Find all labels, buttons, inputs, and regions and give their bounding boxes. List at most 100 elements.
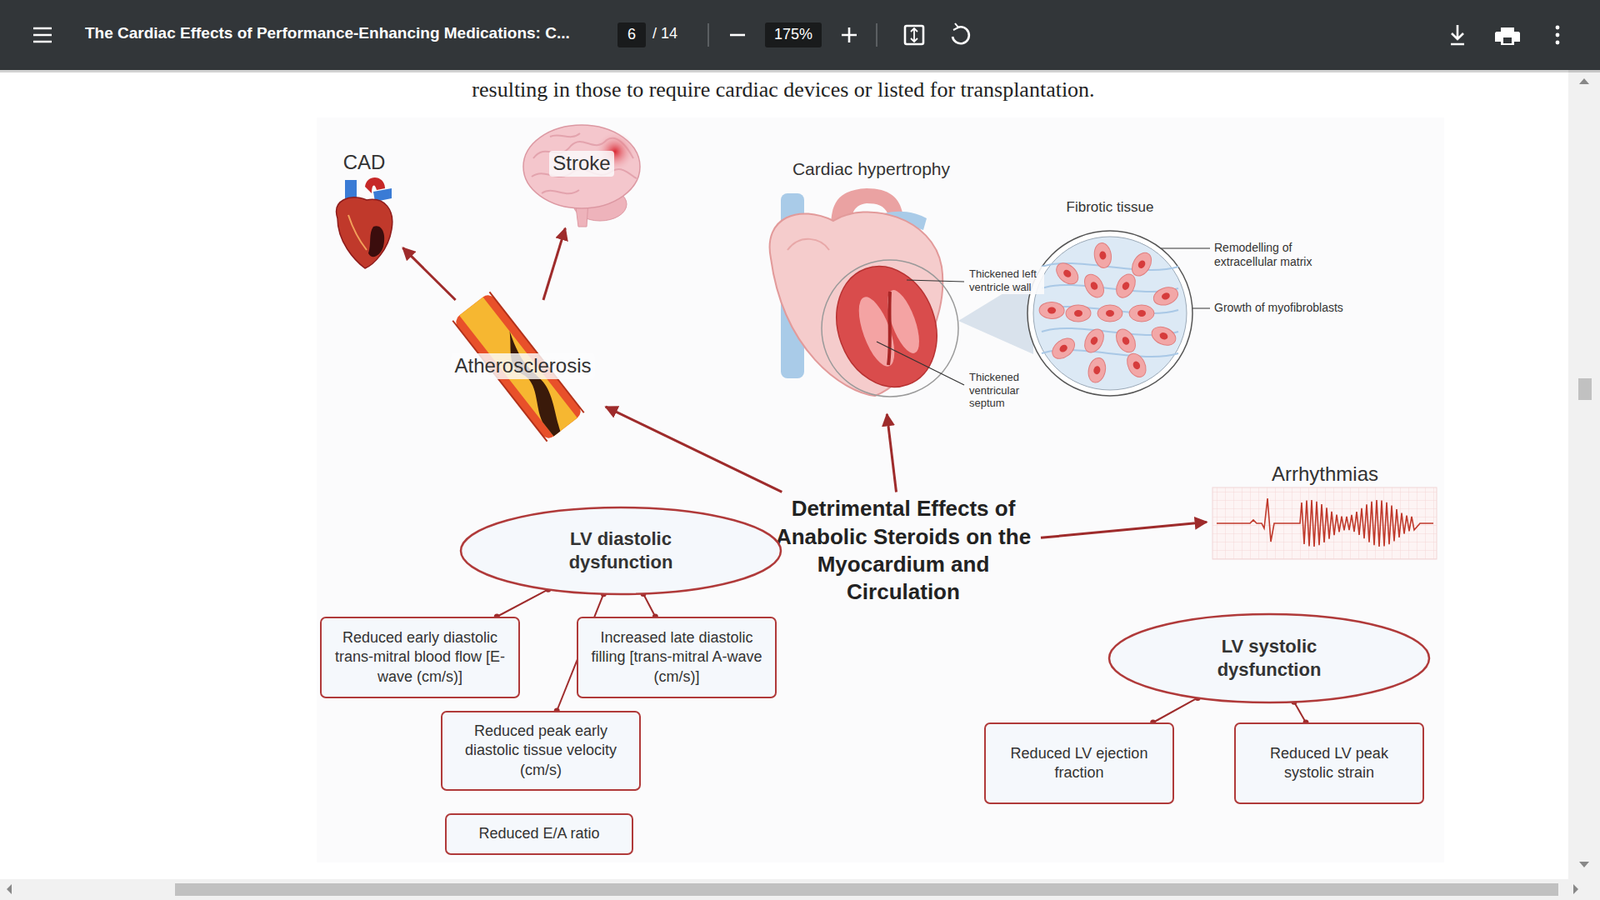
fibrotic-tissue xyxy=(1150,284,1180,309)
fibrotic-tissue xyxy=(1052,259,1083,289)
hypertrophic-heart xyxy=(888,291,890,365)
page-number-box: 6 xyxy=(617,22,646,48)
connector-line xyxy=(1294,701,1306,723)
ellipse-outline xyxy=(460,507,781,595)
node-text: Reduced peak early diastolic tissue velo… xyxy=(450,721,631,780)
callout-label: Growth of myofibroblasts xyxy=(1214,300,1348,315)
fibrotic-tissue xyxy=(1080,270,1109,301)
arrow xyxy=(886,414,896,492)
part-label: Thickened left ventricle wall xyxy=(967,266,1045,295)
fibrotic-tissue xyxy=(1048,334,1079,363)
arrow xyxy=(543,228,565,300)
fibrotic-tissue xyxy=(1131,360,1142,371)
fibrotic-tissue xyxy=(1128,249,1156,280)
fibrotic-tissue xyxy=(1039,301,1065,320)
fibrotic-tissue xyxy=(1149,323,1179,349)
image-node: Atherosclerosis xyxy=(441,300,605,434)
brain xyxy=(523,125,640,227)
page-count-box: / 14 xyxy=(652,25,695,44)
document-title: The Cardiac Effects of Performance-Enhan… xyxy=(85,24,619,44)
toolbar-icon xyxy=(1450,25,1465,45)
page xyxy=(0,70,1569,880)
toolbar-icon xyxy=(953,23,959,30)
image-title: Arrhythmias xyxy=(1271,461,1379,488)
node-text: Reduced LV ejection fraction xyxy=(994,744,1165,783)
part-label: Thickened ventricular septum xyxy=(967,370,1045,411)
ellipse-outline xyxy=(1109,614,1430,703)
connector-line xyxy=(1153,697,1199,723)
arrow xyxy=(605,406,783,492)
fibrotic-tissue xyxy=(1074,310,1083,317)
toolbar xyxy=(0,0,1600,70)
fibrotic-tissue xyxy=(1027,230,1193,396)
image-node: CAD xyxy=(326,148,402,271)
toolbar-icon xyxy=(910,28,918,42)
ecg-strip xyxy=(1212,487,1437,560)
hypertrophic-heart xyxy=(820,252,954,402)
toolbar-icon xyxy=(1555,40,1560,45)
toolbar-icon xyxy=(1495,27,1520,45)
zoom-level: 175% xyxy=(774,25,813,45)
fibrotic-tissue xyxy=(1150,284,1180,309)
fibrotic-tissue xyxy=(1097,305,1123,322)
scroll-arrow xyxy=(1579,78,1590,868)
fibrotic-tissue xyxy=(1047,306,1056,314)
fibrotic-tissue xyxy=(1160,291,1171,301)
process-box: Reduced LV peak systolic strain xyxy=(1234,722,1425,805)
connector-line xyxy=(496,589,549,617)
scrollbar xyxy=(0,879,1600,900)
toolbar-icon xyxy=(1555,33,1560,38)
scroll-thumb xyxy=(175,883,1559,896)
connector-line xyxy=(643,593,655,617)
node-text: Reduced E/A ratio xyxy=(478,824,600,844)
figure-ground xyxy=(316,117,1445,863)
hypertrophic-heart xyxy=(770,188,959,401)
fibrotic-tissue xyxy=(1105,310,1115,317)
fibrotic-tissue xyxy=(1129,305,1155,322)
fibrotic-tissue xyxy=(1039,301,1065,320)
image-title: Stroke xyxy=(549,150,614,177)
image-node: Stroke xyxy=(522,122,641,227)
fibrotic-tissue xyxy=(1065,305,1091,322)
fibrotic-tissue xyxy=(1065,305,1091,322)
scroll-thumb xyxy=(1578,378,1592,400)
body-text-box: resulting in those to require cardiac de… xyxy=(275,76,1292,103)
toolbar-icon xyxy=(33,28,52,42)
fibrotic-tissue xyxy=(1097,305,1123,322)
fibrotic-tissue xyxy=(1123,350,1150,380)
hypertrophic-heart xyxy=(880,286,926,358)
process-box: Reduced peak early diastolic tissue velo… xyxy=(440,710,641,791)
arrow xyxy=(402,247,455,300)
central-text: Detrimental Effects of Anabolic Steroids… xyxy=(765,491,1041,610)
image-node: Arrhythmias xyxy=(1208,460,1442,562)
fibrotic-tissue xyxy=(1137,310,1146,317)
toolbar-icon xyxy=(730,34,745,37)
callout-label-box: Remodelling of extracellular matrix xyxy=(1214,240,1348,270)
image-title: Fibrotic tissue xyxy=(1066,198,1155,217)
image-node: Cardiac hypertrophy xyxy=(765,155,978,413)
zoom-level-box: 175% xyxy=(765,22,822,48)
fibrotic-tissue xyxy=(1158,331,1169,341)
fibrotic-tissue xyxy=(1149,323,1179,349)
vessel xyxy=(452,320,547,442)
node-text: Reduced early diastolic trans-mitral blo… xyxy=(330,628,510,686)
node-text: Reduced LV peak systolic strain xyxy=(1244,744,1415,783)
fibrotic-tissue xyxy=(1061,268,1073,280)
brain xyxy=(541,190,580,194)
hypertrophic-heart xyxy=(787,239,830,250)
part-label-box: Thickened ventricular septum xyxy=(967,370,1045,411)
page-number: 6 xyxy=(627,25,636,45)
node-text: Detrimental Effects of Anabolic Steroids… xyxy=(765,495,1041,606)
fibrotic-tissue xyxy=(1080,325,1108,356)
node-text: LV diastolic dysfunction xyxy=(569,527,674,575)
fibrotic-tissue xyxy=(1136,259,1147,270)
part-label-box: Thickened left ventricle wall xyxy=(967,266,1045,295)
callout-label: Remodelling of extracellular matrix xyxy=(1214,240,1348,270)
ellipse-outline xyxy=(460,507,781,595)
toolbar-icon xyxy=(1503,37,1512,44)
document-title-box: The Cardiac Effects of Performance-Enhan… xyxy=(85,24,619,44)
toolbar-icon xyxy=(708,23,877,47)
toolbar-icon xyxy=(841,27,857,43)
ellipse-node: LV systolic dysfunction xyxy=(1109,614,1430,703)
process-box: Increased late diastolic filling [trans-… xyxy=(576,616,777,699)
